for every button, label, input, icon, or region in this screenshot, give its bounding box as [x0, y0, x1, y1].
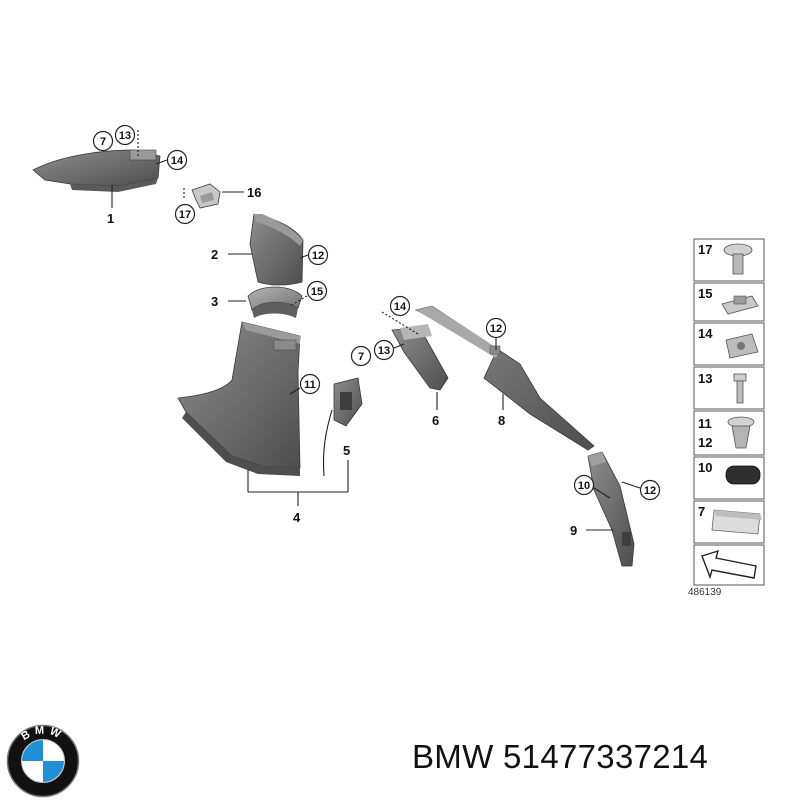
part-4-b-pillar-lower-trim [177, 321, 301, 476]
legend-cell-11-12 [693, 410, 765, 456]
callout-10 [573, 474, 595, 496]
legend-cell-13 [693, 366, 765, 410]
expansion-rivet-icon [727, 416, 755, 449]
legend-label-10: 10 [698, 460, 712, 475]
part-8-long-pillar-trim [414, 305, 595, 451]
label-part-16: 16 [247, 185, 261, 200]
view-direction-arrow-icon [701, 549, 757, 580]
callout-13-top-label: 13 [119, 130, 131, 142]
bmw-logo-icon: BMW [6, 724, 80, 798]
callout-7-mid-label: 7 [358, 351, 364, 363]
part-9-rear-pillar-trim [587, 451, 635, 567]
screw-icon [733, 373, 747, 404]
legend-label-12: 12 [698, 435, 712, 450]
part-5-adjuster-panel [322, 377, 363, 477]
label-part-8: 8 [498, 413, 505, 428]
callout-14-top [166, 149, 188, 171]
callout-13-mid-label: 13 [378, 345, 390, 357]
callout-12-lower [639, 479, 661, 501]
footer-part-info: BMW 51477337214 [412, 738, 708, 776]
label-part-5: 5 [343, 443, 350, 458]
diagram-reference-code: 486139 [688, 587, 722, 598]
legend-label-15: 15 [698, 286, 712, 301]
part-6-c-pillar-small-trim [391, 324, 449, 391]
footer-part-number: 51477337214 [503, 738, 709, 775]
part-1-a-pillar-trim [32, 149, 161, 192]
fastener-legend: 17 15 14 13 11 12 [693, 238, 765, 586]
callout-11 [299, 373, 321, 395]
foam-pad-icon [711, 509, 762, 535]
callout-7-top-label: 7 [100, 136, 106, 148]
callout-14-mid [389, 295, 411, 317]
legend-label-7: 7 [698, 504, 705, 519]
spring-nut-icon [721, 295, 759, 315]
label-part-6: 6 [432, 413, 439, 428]
callout-12-lower-label: 12 [644, 485, 656, 497]
rubber-buffer-icon [725, 465, 761, 485]
part-3-belt-guide [247, 286, 303, 318]
label-part-2: 2 [211, 247, 218, 262]
legend-label-13: 13 [698, 371, 712, 386]
callout-17 [174, 203, 196, 225]
label-part-1: 1 [107, 211, 114, 226]
part-2-b-pillar-upper-trim [249, 213, 304, 286]
footer-brand: BMW [412, 738, 494, 775]
callout-13-mid [373, 339, 395, 361]
callout-10-label: 10 [578, 480, 590, 492]
label-part-9: 9 [570, 523, 577, 538]
callout-14-top-label: 14 [171, 155, 184, 167]
callout-13-top [114, 124, 136, 146]
callout-7-mid [350, 345, 372, 367]
callout-12-mid-label: 12 [490, 323, 502, 335]
mushroom-clip-icon [723, 243, 753, 275]
clip-nut-icon [725, 333, 759, 359]
callout-7-top [92, 130, 114, 152]
legend-label-17: 17 [698, 242, 712, 257]
label-part-3: 3 [211, 294, 218, 309]
callout-12-upper [307, 244, 329, 266]
callout-15-label: 15 [311, 286, 323, 298]
callout-15 [306, 280, 328, 302]
callout-11-label: 11 [304, 379, 316, 391]
callout-17-label: 17 [179, 209, 191, 221]
legend-label-14: 14 [698, 326, 713, 341]
part-16-bracket [191, 183, 221, 209]
legend-label-11: 11 [698, 416, 712, 431]
callout-14-mid-label: 14 [394, 301, 407, 313]
callout-12-upper-label: 12 [312, 250, 324, 262]
label-part-4: 4 [293, 510, 301, 525]
callout-12-mid [485, 317, 507, 339]
